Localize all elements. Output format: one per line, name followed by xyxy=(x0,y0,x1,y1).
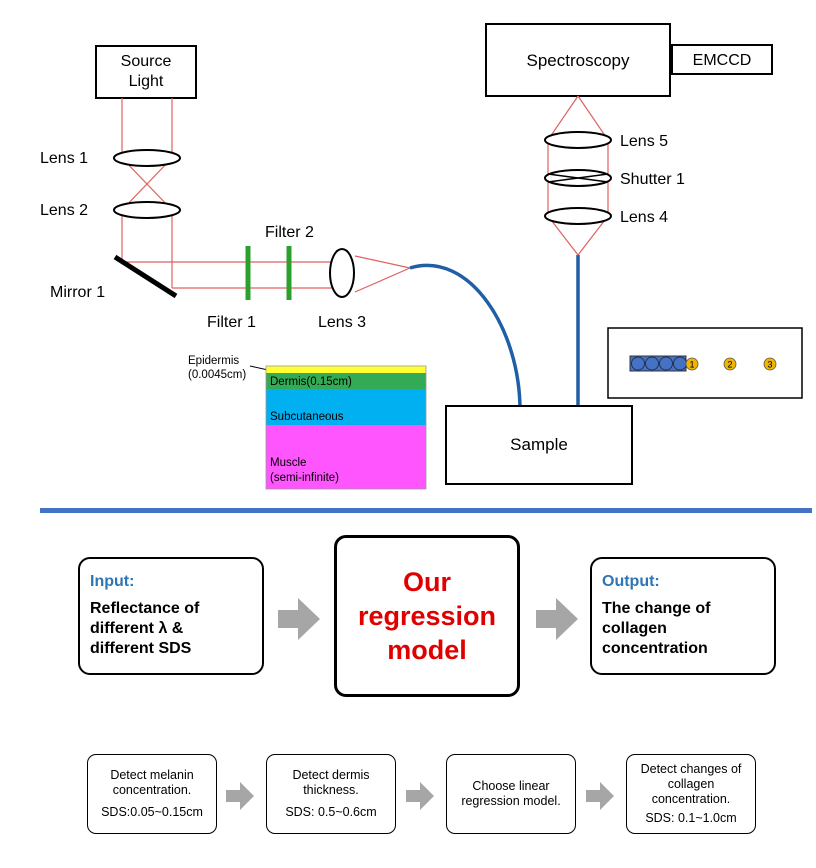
input-box: Input: Reflectance of different λ & diff… xyxy=(78,557,264,675)
lens-5 xyxy=(544,131,612,149)
mirror-1 xyxy=(113,254,178,299)
emccd-box xyxy=(671,44,773,75)
mirror-1-label: Mirror 1 xyxy=(50,284,105,301)
step-4-sds: SDS: 0.1~1.0cm xyxy=(645,811,737,825)
step-1-sds: SDS:0.05~0.15cm xyxy=(101,805,203,819)
step-2-sds: SDS: 0.5~0.6cm xyxy=(285,805,377,819)
filter-1-label: Filter 1 xyxy=(207,314,256,331)
step-4-text: Detect changes of collagen concentration… xyxy=(640,762,742,806)
lens-3 xyxy=(329,248,355,298)
lens-1-label: Lens 1 xyxy=(40,150,88,167)
step-arrow-3 xyxy=(586,782,614,810)
emccd-label: EMCCD xyxy=(693,52,752,69)
probe-fiber-2 xyxy=(723,357,737,371)
probe-fiber-1 xyxy=(685,357,699,371)
sample-label: Sample xyxy=(510,435,568,454)
lens-4 xyxy=(544,207,612,225)
step-1-text: Detect melanin concentration. xyxy=(110,768,194,797)
muscle-label: Muscle(semi-infinite) xyxy=(270,457,339,484)
source-beam xyxy=(121,98,411,293)
probe-fiber-3-label: 3 xyxy=(767,360,772,370)
filter-2-label: Filter 2 xyxy=(265,224,314,241)
step-arrow-2 xyxy=(406,782,434,810)
step-collagen: Detect changes of collagen concentration… xyxy=(626,754,756,834)
output-body: The change of collagen concentration xyxy=(602,600,711,657)
probe-head xyxy=(629,355,687,372)
lens-2-label: Lens 2 xyxy=(40,202,88,219)
section-divider xyxy=(40,508,812,513)
step-dermis: Detect dermis thickness. SDS: 0.5~0.6cm xyxy=(266,754,396,834)
model-label: Our regression model xyxy=(357,567,497,665)
output-box: Output: The change of collagen concentra… xyxy=(590,557,776,675)
step-melanin: Detect melanin concentration. SDS:0.05~0… xyxy=(87,754,217,834)
muscle-layer xyxy=(266,425,426,489)
step-3-text: Choose linear regression model. xyxy=(461,779,561,808)
step-2-text: Detect dermis thickness. xyxy=(292,768,370,797)
dermis-layer xyxy=(266,373,426,389)
source-light-box xyxy=(95,45,197,99)
flow-arrow-2 xyxy=(536,598,578,640)
subcutaneous-label: Subcutaneous xyxy=(270,411,344,423)
shutter-1-label: Shutter 1 xyxy=(620,171,685,188)
collection-beam xyxy=(547,95,609,256)
lens-4-label: Lens 4 xyxy=(620,209,668,226)
excitation-fiber xyxy=(409,263,522,411)
epidermis-leader xyxy=(249,365,269,371)
step-regression: Choose linear regression model. xyxy=(446,754,576,834)
output-title: Output: xyxy=(602,573,660,590)
probe-fiber-2-label: 2 xyxy=(727,360,732,370)
subcutaneous-layer xyxy=(266,389,426,425)
spectroscopy-label: Spectroscopy xyxy=(527,51,630,70)
probe-fiber-3 xyxy=(763,357,777,371)
lens-2 xyxy=(113,201,181,219)
input-title: Input: xyxy=(90,573,135,590)
input-body: Reflectance of different λ & different S… xyxy=(90,600,200,657)
epidermis-label: Epidermis(0.0045cm) xyxy=(188,355,246,381)
epidermis-layer xyxy=(266,366,426,373)
lens-1 xyxy=(113,149,181,167)
dermis-label: Dermis(0.15cm) xyxy=(270,376,352,388)
lens-3-label: Lens 3 xyxy=(318,314,366,331)
step-arrow-1 xyxy=(226,782,254,810)
flow-arrow-1 xyxy=(278,598,320,640)
lens-5-label: Lens 5 xyxy=(620,133,668,150)
model-box: Our regression model xyxy=(334,535,520,697)
probe-fiber-1-label: 1 xyxy=(689,360,694,370)
sample-box xyxy=(445,405,633,485)
